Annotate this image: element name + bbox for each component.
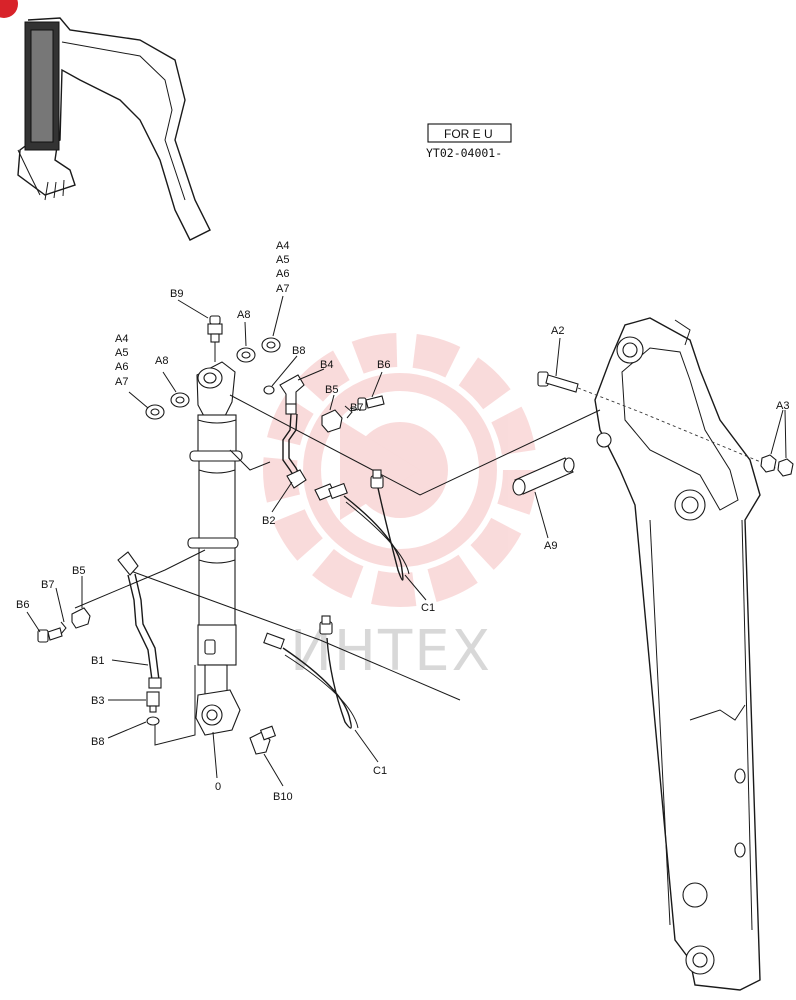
reference-lines bbox=[74, 394, 601, 746]
label-a8-left: A8 bbox=[155, 355, 168, 367]
note-serial: YT02-04001- bbox=[426, 146, 502, 160]
label-b6-left: B6 bbox=[16, 599, 29, 611]
part-b9-fitting bbox=[207, 315, 223, 362]
fittings-left bbox=[37, 607, 160, 726]
corner-badge bbox=[0, 0, 18, 18]
label-b8-top: B8 bbox=[292, 345, 305, 357]
label-c1-top: C1 bbox=[421, 602, 435, 614]
label-a5-top: A5 bbox=[276, 254, 289, 266]
hose-c1-top bbox=[314, 469, 410, 581]
boom-arm bbox=[594, 317, 761, 991]
label-a4-left: A4 bbox=[115, 333, 128, 345]
label-zero: 0 bbox=[215, 781, 221, 793]
part-labels: A4 A5 A6 A7 A4 A5 A6 A7 A8 A8 B9 B8 B4 B… bbox=[16, 240, 789, 803]
excavator-thumbnail bbox=[17, 17, 211, 241]
label-c1-bottom: C1 bbox=[373, 765, 387, 777]
leader-lines bbox=[26, 295, 561, 787]
label-a5-left: A5 bbox=[115, 347, 128, 359]
part-a9-pin bbox=[512, 457, 575, 539]
label-b5-top: B5 bbox=[325, 384, 338, 396]
label-a2: A2 bbox=[551, 325, 564, 337]
label-a8-top: A8 bbox=[237, 309, 250, 321]
pipe-b1 bbox=[117, 551, 162, 689]
label-a7-left: A7 bbox=[115, 376, 128, 388]
part-a3-nuts bbox=[760, 409, 794, 477]
hose-c1-bottom bbox=[263, 615, 359, 729]
label-b1: B1 bbox=[91, 655, 104, 667]
label-b3: B3 bbox=[91, 695, 104, 707]
label-b9: B9 bbox=[170, 288, 183, 300]
label-a9: A9 bbox=[544, 540, 557, 552]
label-b2: B2 bbox=[262, 515, 275, 527]
label-b7-top: B7 bbox=[350, 402, 363, 414]
note-block: FOR E U YT02-04001- bbox=[426, 123, 512, 160]
pipe-b2 bbox=[282, 413, 307, 489]
label-b10: B10 bbox=[273, 791, 293, 803]
label-a6-left: A6 bbox=[115, 361, 128, 373]
label-b8-bottom: B8 bbox=[91, 736, 104, 748]
part-a2-bolt bbox=[537, 371, 781, 471]
label-b4: B4 bbox=[320, 359, 333, 371]
label-a3: A3 bbox=[776, 400, 789, 412]
part-b10-elbow bbox=[249, 725, 277, 755]
label-a7-top: A7 bbox=[276, 283, 289, 295]
washers-top bbox=[236, 337, 281, 363]
label-a6-top: A6 bbox=[276, 268, 289, 280]
label-a4-top: A4 bbox=[276, 240, 289, 252]
label-b5-left: B5 bbox=[72, 565, 85, 577]
label-b7-left: B7 bbox=[41, 579, 54, 591]
label-b6-top: B6 bbox=[377, 359, 390, 371]
note-box-label: FOR E U bbox=[444, 127, 493, 141]
washers-left bbox=[145, 392, 190, 420]
fittings-top-right bbox=[263, 374, 385, 433]
hydraulic-cylinder bbox=[187, 361, 243, 736]
